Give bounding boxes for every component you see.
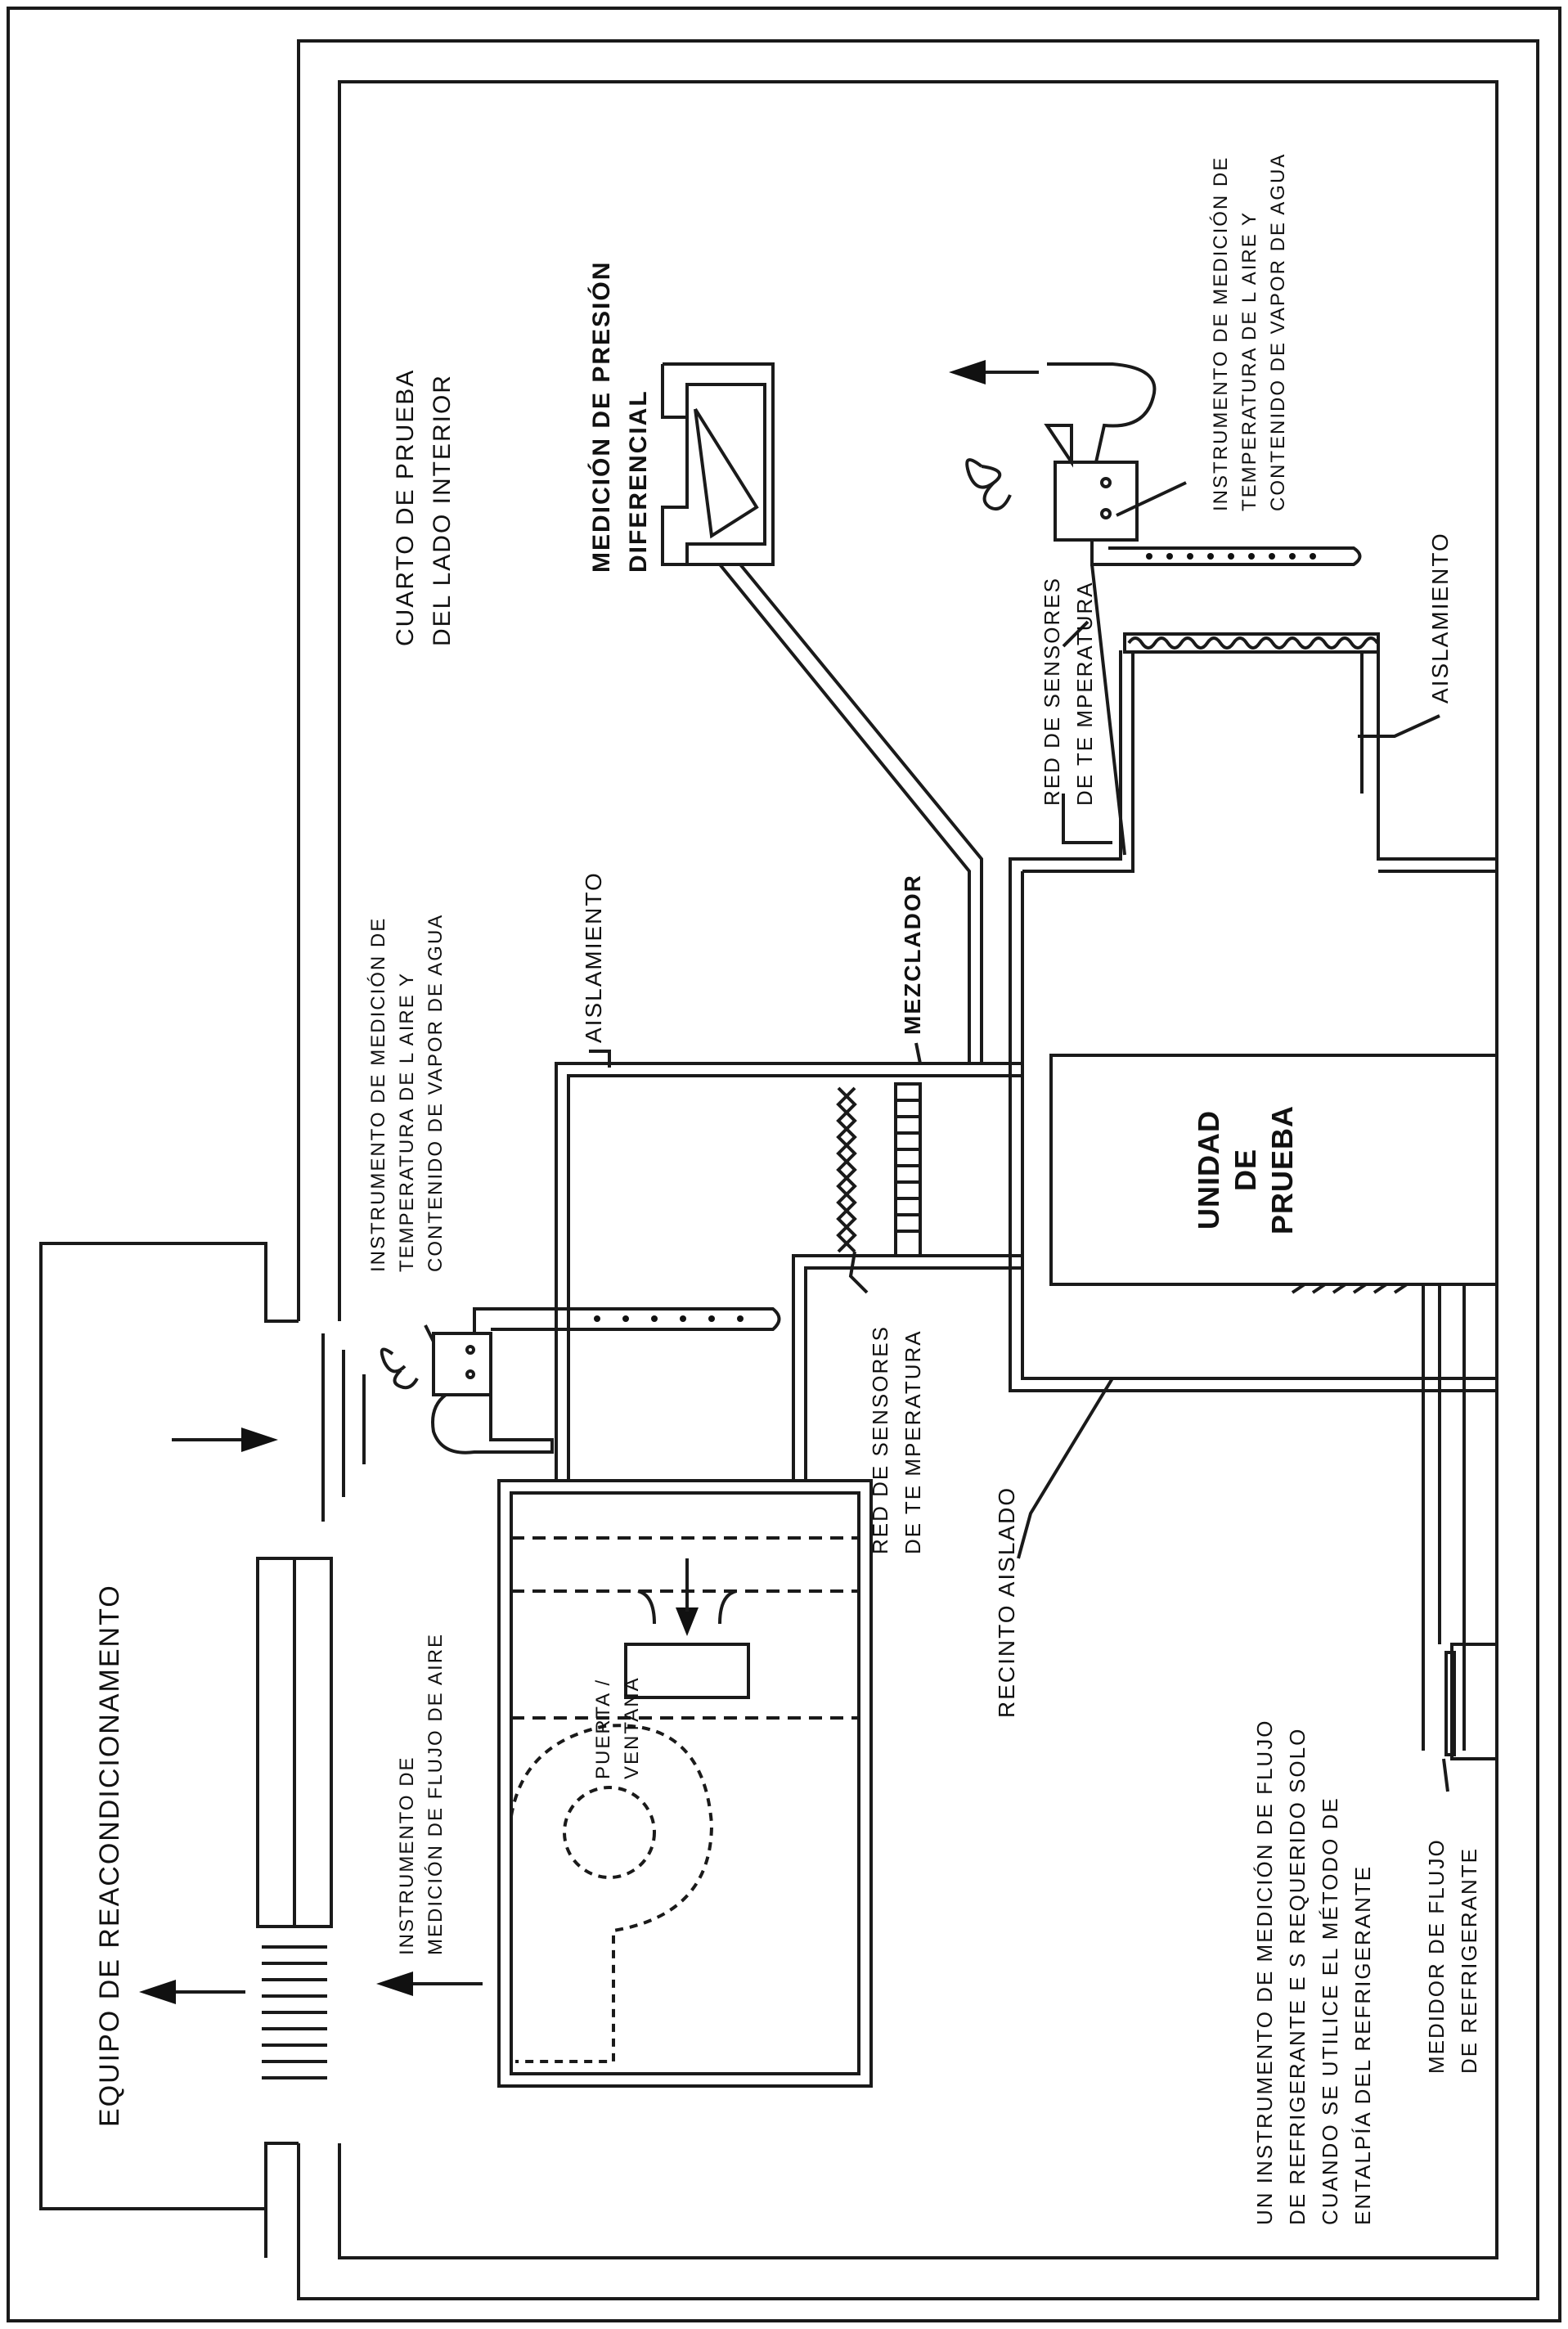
label-instr-left-1: INSTRUMENTO DE MEDICIÓN DE	[367, 917, 389, 1272]
label-sensors-mid-1: RED DE SENSORES	[868, 1325, 892, 1554]
label-note-3: CUANDO SE UTILICE EL MÉTODO DE	[1318, 1796, 1342, 2225]
label-meter-1: MEDIDOR DE FLUJO	[1424, 1838, 1449, 2074]
label-instr-top-1: INSTRUMENTO DE MEDICIÓN DE	[1210, 156, 1232, 511]
label-mixer: MEZCLADOR	[900, 874, 925, 1035]
label-enclosure: RECINTO AISLADO	[994, 1486, 1019, 1718]
label-unit-3: PRUEBA	[1265, 1105, 1299, 1234]
sampler-fan-left	[380, 1347, 419, 1390]
label-sensors-mid-2: DE TE MPERATURA	[901, 1329, 925, 1554]
refrigerant-lines	[1422, 1284, 1466, 1751]
label-door-1: PUERTA /	[592, 1679, 614, 1779]
sampler-fan-top	[965, 458, 1012, 511]
leader-lines	[424, 481, 1449, 1792]
label-instr-top-2: TEMPERATURA DE L AIRE Y	[1238, 211, 1260, 511]
outer-frame	[7, 7, 1561, 2322]
label-indoor-room-1: CUARTO DE PRUEBA	[392, 369, 419, 646]
door-window	[624, 1643, 750, 1699]
label-instr-left-3: CONTENIDO DE VAPOR DE AGUA	[425, 914, 447, 1272]
refrigerant-flow-meter	[1450, 1643, 1498, 1760]
fan-wheel	[563, 1786, 656, 1879]
sampler-blower-left	[431, 1393, 554, 1455]
label-meter-2: DE REFRIGERANTE	[1457, 1847, 1481, 2074]
label-door-2: VENTANA	[621, 1676, 643, 1779]
label-airflow-1: INSTRUMENTO DE	[396, 1756, 418, 1955]
label-instr-top-3: CONTENIDO DE VAPOR DE AGUA	[1267, 153, 1289, 511]
duct-jog-lower	[264, 2143, 300, 2258]
reconditioning-box	[39, 1242, 299, 2210]
label-instr-left-2: TEMPERATURA DE L AIRE Y	[396, 972, 418, 1272]
pressure-tap-line-2	[739, 563, 983, 1063]
label-reconditioning: EQUIPO DE REACONDICIONAMENTO	[94, 1584, 125, 2127]
sensor-grid-mid	[836, 1086, 857, 1253]
intake-louvers	[321, 1333, 366, 1522]
airflow-apparatus-outer	[497, 1479, 873, 2088]
manometer-tube	[694, 407, 759, 539]
sampler-blower-top	[1044, 362, 1157, 468]
airflow-apparatus-inner	[510, 1491, 860, 2075]
sampling-tube-top	[1090, 540, 1362, 566]
label-pressure-2: DIFERENCIAL	[625, 389, 652, 573]
label-pressure-1: MEDICIÓN DE PRESIÓN	[587, 261, 615, 573]
test-unit	[1049, 1054, 1498, 1286]
label-indoor-room-2: DEL LADO INTERIOR	[429, 374, 456, 646]
unit-inlet-hatch	[1291, 1283, 1409, 1294]
label-insulation-mid: AISLAMIENTO	[581, 871, 606, 1043]
label-note-2: DE REFRIGERANTE E S REQUERIDO SOLO	[1285, 1728, 1310, 2225]
label-note-1: UN INSTRUMENTO DE MEDICIÓN DE FLUJO	[1252, 1720, 1277, 2225]
mixer	[894, 1082, 922, 1257]
label-sensors-top-1: RED DE SENSORES	[1040, 577, 1064, 806]
pressure-tap-line-1	[718, 563, 971, 1063]
label-airflow-2: MEDICIÓN DE FLUJO DE AIRE	[425, 1633, 447, 1955]
exhaust-louvers	[262, 1945, 327, 2079]
label-unit-2: DE	[1229, 1149, 1262, 1191]
sampling-tube-left	[473, 1307, 781, 1333]
flow-arrows-reconditioning	[139, 1428, 278, 2004]
air-sampler-top	[1054, 461, 1139, 542]
label-insulation-right: AISLAMIENTO	[1427, 532, 1453, 704]
duct-upper-right	[1010, 650, 1134, 873]
label-note-4: ENTALPÍA DEL REFRIGERANTE	[1350, 1865, 1375, 2225]
label-unit-1: UNIDAD	[1192, 1110, 1225, 1230]
pressure-gauge	[661, 362, 775, 566]
nozzle-plate	[637, 1589, 737, 1625]
duct-to-unit-upper	[792, 1254, 1022, 1481]
fan-scroll	[510, 1724, 714, 2063]
room-outer-wall	[297, 39, 1539, 2300]
label-sensors-top-2: DE TE MPERATURA	[1072, 581, 1097, 806]
air-sampler-left	[432, 1332, 492, 1396]
nozzle-arrow	[676, 1607, 699, 1636]
duct-lower	[555, 1062, 1022, 1481]
